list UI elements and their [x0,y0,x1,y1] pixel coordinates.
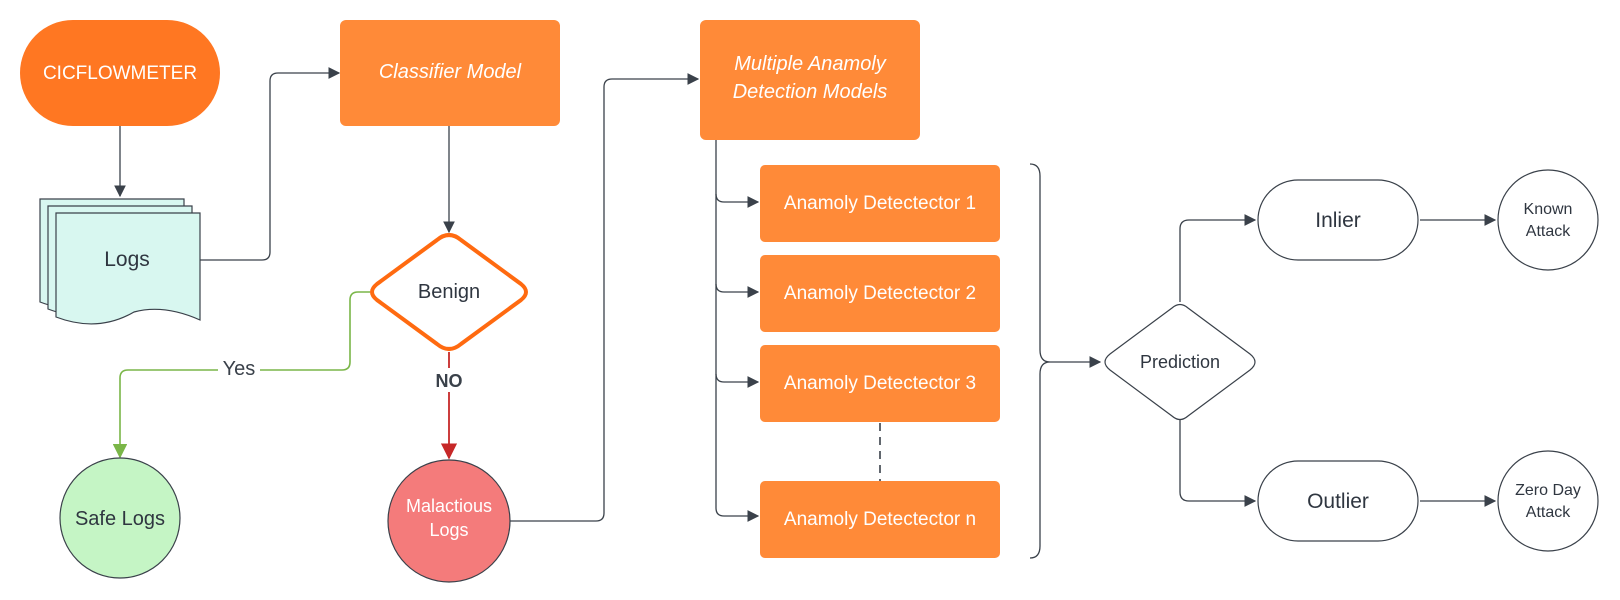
detector-1-node[interactable]: Anamoly Detectector 1 [760,165,1000,242]
known-attack-node[interactable]: Known Attack [1497,169,1599,271]
multiple-models-node[interactable]: Multiple Anamoly Detection Models [700,20,920,140]
safe-logs-label: Safe Logs [75,508,165,530]
classifier-model-node[interactable]: Classifier Model [340,20,560,126]
prediction-decision-node[interactable]: Prediction [1104,303,1256,421]
multiple-models-label-line2: Detection Models [733,81,888,103]
connectors [114,67,1497,559]
multiple-models-label-line1: Multiple Anamoly [734,53,887,75]
zero-day-attack-label-line1: Zero Day [1515,482,1581,499]
yes-label: Yes [223,358,256,380]
edge-prediction-outlier [1179,420,1257,507]
detectors-brace [1029,163,1051,559]
classifier-model-label: Classifier Model [379,61,522,83]
prediction-label: Prediction [1140,352,1220,372]
known-attack-label-line2: Attack [1526,223,1571,240]
edge-models-detector-2 [715,283,760,298]
outlier-label: Outlier [1307,490,1369,513]
malicious-logs-label-line2: Logs [429,520,468,540]
detector-2-label: Anamoly Detectector 2 [784,283,976,304]
detector-1-label: Anamoly Detectector 1 [784,193,976,214]
benign-label: Benign [418,281,480,303]
cicflowmeter-node[interactable]: CICFLOWMETER [20,20,220,126]
edge-benign-safe-yes [112,291,370,459]
edge-malicious-models [510,73,700,522]
detector-3-node[interactable]: Anamoly Detectector 3 [760,345,1000,422]
malicious-logs-node[interactable]: Malactious Logs [387,459,511,583]
yes-label-bg [218,356,260,380]
edge-models-detector-1 [715,193,760,208]
edge-models-detector-3 [715,373,760,388]
inlier-label: Inlier [1315,209,1361,232]
safe-logs-node[interactable]: Safe Logs [59,457,181,579]
detector-3-label: Anamoly Detectector 3 [784,373,976,394]
detector-n-label: Anamoly Detectector n [784,509,976,530]
known-attack-label-line1: Known [1524,201,1573,218]
no-label: NO [436,371,463,391]
logs-label: Logs [104,248,150,271]
zero-day-attack-label-line2: Attack [1526,504,1571,521]
logs-document-shape [55,212,201,325]
logs-node[interactable]: Logs [39,198,201,325]
benign-decision-node[interactable]: Benign [370,233,528,351]
cicflowmeter-label: CICFLOWMETER [43,63,197,84]
detector-n-node[interactable]: Anamoly Detectector n [760,481,1000,558]
inlier-node[interactable]: Inlier [1257,179,1419,261]
outlier-node[interactable]: Outlier [1257,460,1419,542]
no-label-bg [428,368,470,392]
zero-day-attack-node[interactable]: Zero Day Attack [1497,450,1599,552]
edge-models-trunk [715,140,760,522]
detector-2-node[interactable]: Anamoly Detectector 2 [760,255,1000,332]
edge-logs-classifier [200,67,341,261]
edge-prediction-inlier [1179,214,1257,302]
malicious-logs-label-line1: Malactious [406,496,492,516]
